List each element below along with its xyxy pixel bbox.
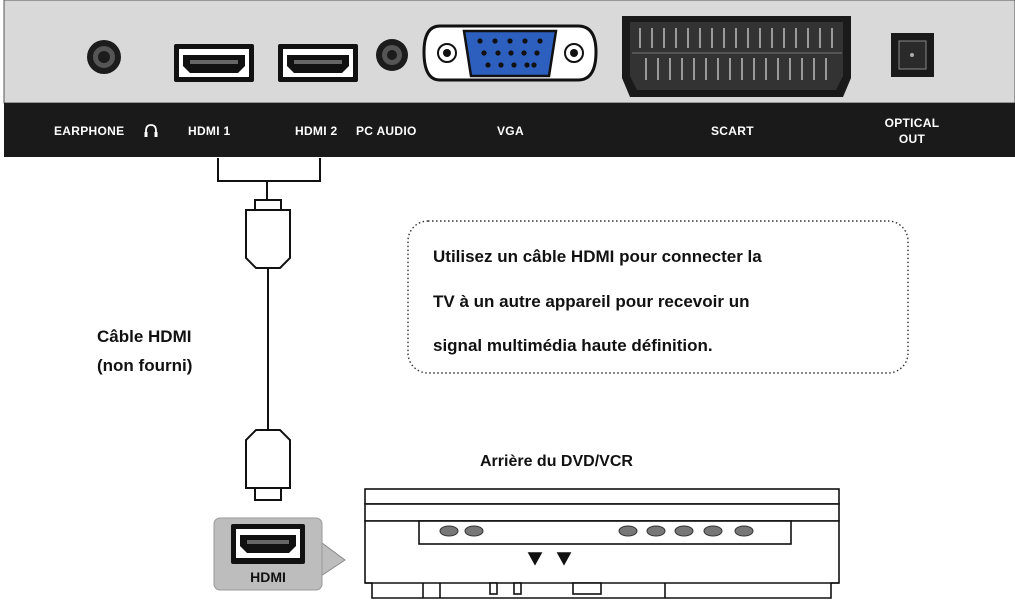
note-line1: Utilisez un câble HDMI pour connecter la: [433, 247, 762, 266]
label-optical-line2: OUT: [899, 132, 926, 146]
note-line2: TV à un autre appareil pour recevoir un: [433, 292, 749, 311]
hdmi-cable: [217, 158, 321, 501]
vga-port: [422, 24, 598, 82]
label-hdmi1: HDMI 1: [188, 124, 230, 138]
triangle-marker-icon: [556, 552, 572, 566]
bottom-hdmi-plug: [245, 429, 291, 501]
hdmi-port-label: HDMI: [250, 569, 286, 585]
label-bar: [4, 103, 1015, 157]
hdmi-port-icon: [231, 524, 305, 564]
headphone-icon: [144, 124, 158, 137]
device-hdmi-port-callout: HDMI: [213, 517, 346, 591]
device-connector-strip: [418, 520, 792, 545]
label-pc-audio: PC AUDIO: [356, 124, 417, 138]
label-hdmi2: HDMI 2: [295, 124, 337, 138]
connection-bracket: [217, 158, 321, 182]
hdmi2-port: [278, 44, 358, 82]
note-line3: signal multimédia haute définition.: [433, 336, 713, 355]
label-vga: VGA: [497, 124, 524, 138]
hdmi1-port: [174, 44, 254, 82]
pc-audio-jack: [376, 39, 408, 71]
top-hdmi-plug: [245, 199, 291, 269]
device-title: Arrière du DVD/VCR: [480, 453, 633, 470]
cable-label-line2: (non fourni): [97, 356, 192, 375]
dvd-vcr-rear: [364, 488, 840, 599]
label-scart: SCART: [711, 124, 754, 138]
label-earphone: EARPHONE: [54, 124, 124, 138]
note-box: Utilisez un câble HDMI pour connecter la…: [407, 220, 909, 374]
tv-rear-panel: EARPHONE HDMI 1 HDMI 2 PC AUDIO VGA SCAR…: [3, 0, 1015, 157]
earphone-jack: [87, 40, 121, 74]
cable-label-line1: Câble HDMI: [97, 327, 191, 346]
triangle-marker-icon: [527, 552, 543, 566]
label-optical-line1: OPTICAL: [885, 116, 940, 130]
scart-port: [622, 16, 851, 97]
optical-out-port: [891, 33, 934, 77]
